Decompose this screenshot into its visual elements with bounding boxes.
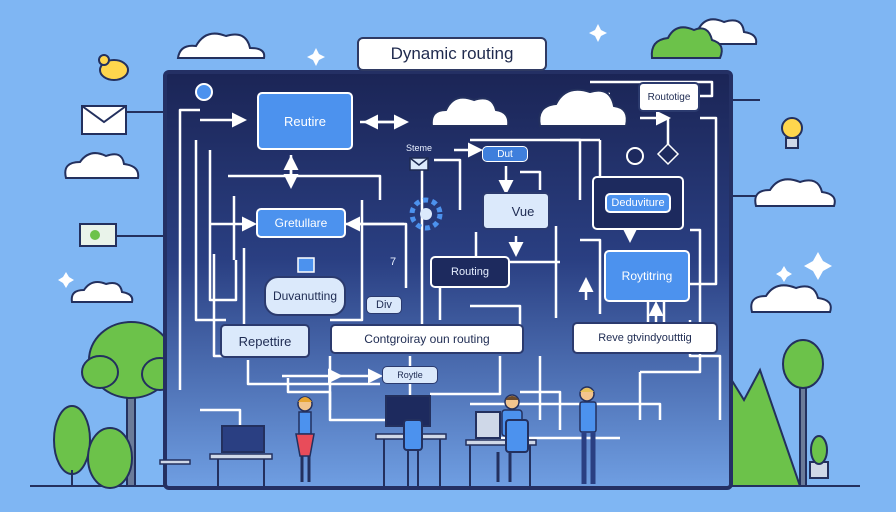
laptop-icon [209, 425, 273, 486]
status-dot-icon [195, 83, 213, 101]
cloud-icon [750, 284, 832, 313]
desk-icon [159, 459, 191, 486]
person-icon [465, 394, 537, 486]
node-deduviture-label: Deduviture [605, 193, 671, 213]
label-seven: 7 [390, 256, 397, 268]
bird-icon [98, 54, 129, 81]
cloud-icon [754, 178, 836, 207]
node-roytitring[interactable]: Roytitring [604, 250, 690, 302]
node-duvanutting[interactable]: Duvanutting [264, 276, 346, 316]
sparkle-icon [589, 24, 607, 42]
sparkle-icon [776, 266, 792, 282]
cloud-icon [430, 96, 510, 127]
node-div[interactable]: Div [366, 296, 402, 314]
node-roytle[interactable]: Roytle [382, 366, 438, 384]
person-icon [295, 396, 315, 482]
side-connectors [116, 99, 760, 237]
cloud-icon [176, 32, 266, 59]
envelope-icon [81, 105, 127, 135]
status-dot-icon [626, 147, 644, 165]
tree-icon [53, 405, 91, 486]
sparkle-icon [58, 272, 74, 288]
sparkle-icon [804, 252, 832, 280]
cloud-icon [538, 88, 628, 127]
bush-icon [650, 26, 723, 59]
node-routotige[interactable]: Routotige [638, 82, 700, 112]
label-steme: Steme [406, 143, 433, 153]
plant-icon [809, 435, 829, 479]
sparkle-icon [307, 48, 325, 66]
gear-icon [409, 197, 443, 231]
person-icon [579, 386, 597, 484]
bush-icon [87, 427, 133, 489]
node-gretullare[interactable]: Gretullare [256, 208, 346, 238]
node-reve[interactable]: Reve gtvindyoutttig [572, 322, 718, 354]
node-repetitre[interactable]: Repettire [220, 324, 310, 358]
diamond-icon [656, 142, 680, 166]
node-vue[interactable]: Vue [482, 192, 550, 230]
flag-icon [297, 257, 315, 273]
node-deduviture[interactable]: Deduviture [592, 176, 684, 230]
node-routing[interactable]: Routing [430, 256, 510, 288]
node-routire[interactable]: Reutire [257, 92, 353, 150]
monitor-icon [375, 395, 447, 486]
page-title: Dynamic routing [357, 37, 547, 71]
cloud-icon [70, 281, 134, 303]
node-contgroiray[interactable]: Contgroiray oun routing [330, 324, 524, 354]
mail-icon [409, 157, 429, 171]
cloud-icon [64, 152, 140, 179]
node-dut[interactable]: Dut [482, 146, 528, 162]
lightbulb-icon [781, 117, 803, 149]
tree-icon [782, 339, 824, 487]
